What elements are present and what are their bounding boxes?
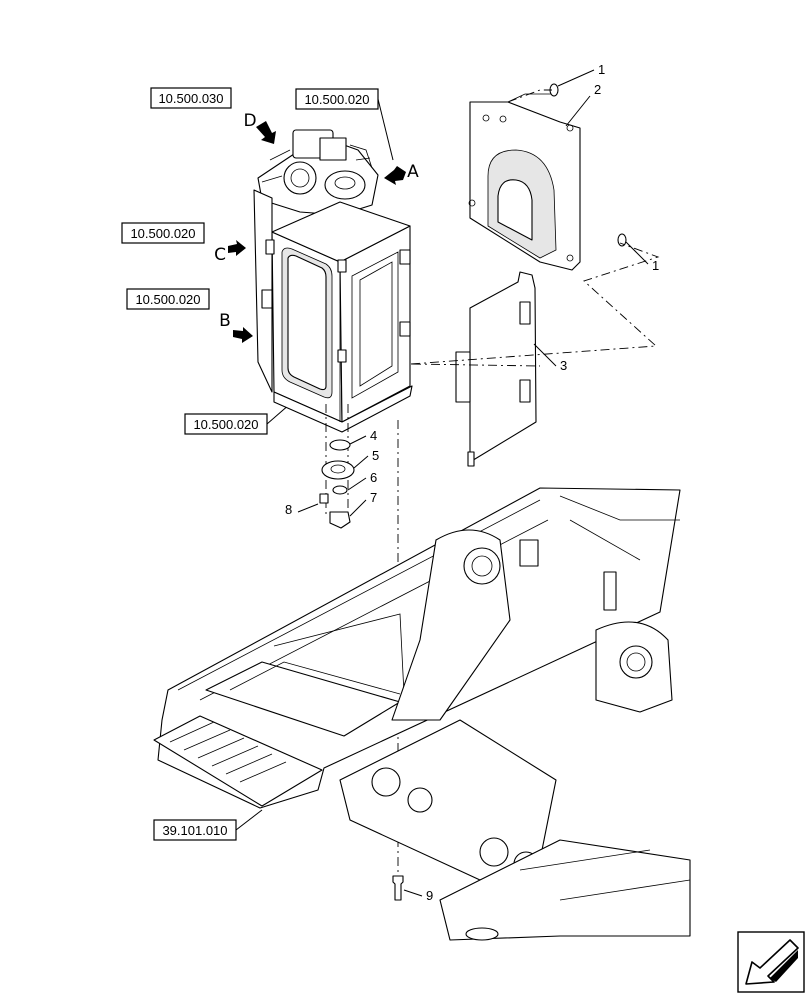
ref-box-frame[interactable]: 39.101.010	[153, 819, 237, 841]
cover-panel	[468, 93, 581, 271]
view-arrow-d	[256, 121, 276, 144]
leader-ref-frame	[235, 809, 263, 831]
callout-7: 7	[370, 490, 377, 505]
ref-box-d[interactable]: 10.500.030	[150, 87, 232, 109]
svg-text:10.500.020: 10.500.020	[130, 226, 195, 241]
callout-9: 9	[426, 888, 433, 903]
callout-3: 3	[560, 358, 567, 373]
callout-1-top: 1	[598, 62, 605, 77]
bolt-small	[319, 493, 329, 504]
callout-1-lower: 1	[652, 258, 659, 273]
damper-mount	[321, 460, 355, 480]
view-letter-a: A	[407, 162, 419, 182]
mounting-plate	[455, 271, 537, 467]
callout-4: 4	[370, 428, 377, 443]
ac-unit-assembly	[253, 129, 413, 433]
ref-box-b[interactable]: 10.500.020	[126, 288, 210, 310]
view-arrow-a	[384, 166, 406, 185]
callout-8: 8	[285, 502, 292, 517]
washer	[332, 485, 348, 495]
ref-box-c[interactable]: 10.500.020	[121, 222, 205, 244]
view-letter-b: B	[219, 311, 231, 331]
frame-bolt	[392, 875, 404, 901]
svg-text:10.500.030: 10.500.030	[158, 91, 223, 106]
machine-frame	[153, 487, 691, 941]
svg-text:10.500.020: 10.500.020	[135, 292, 200, 307]
nut	[329, 511, 351, 529]
view-direction-arrow-icon[interactable]	[737, 931, 805, 993]
svg-text:10.500.020: 10.500.020	[193, 417, 258, 432]
o-ring	[329, 439, 351, 451]
ref-box-bottom[interactable]: 10.500.020	[184, 413, 268, 435]
view-arrow-b	[233, 327, 253, 343]
assembly-line-top	[507, 89, 552, 103]
callout-5: 5	[372, 448, 379, 463]
callout-6: 6	[370, 470, 377, 485]
callout-2: 2	[594, 82, 601, 97]
view-letter-d: D	[243, 111, 256, 131]
view-letter-c: C	[214, 245, 226, 265]
svg-text:39.101.010: 39.101.010	[162, 823, 227, 838]
leader-ref-a	[377, 98, 394, 161]
ref-box-a[interactable]: 10.500.020	[295, 88, 379, 110]
view-arrow-c	[228, 240, 246, 256]
assembly-line-plate	[411, 363, 541, 367]
svg-text:10.500.020: 10.500.020	[304, 92, 369, 107]
assembly-line-cover	[410, 242, 660, 365]
